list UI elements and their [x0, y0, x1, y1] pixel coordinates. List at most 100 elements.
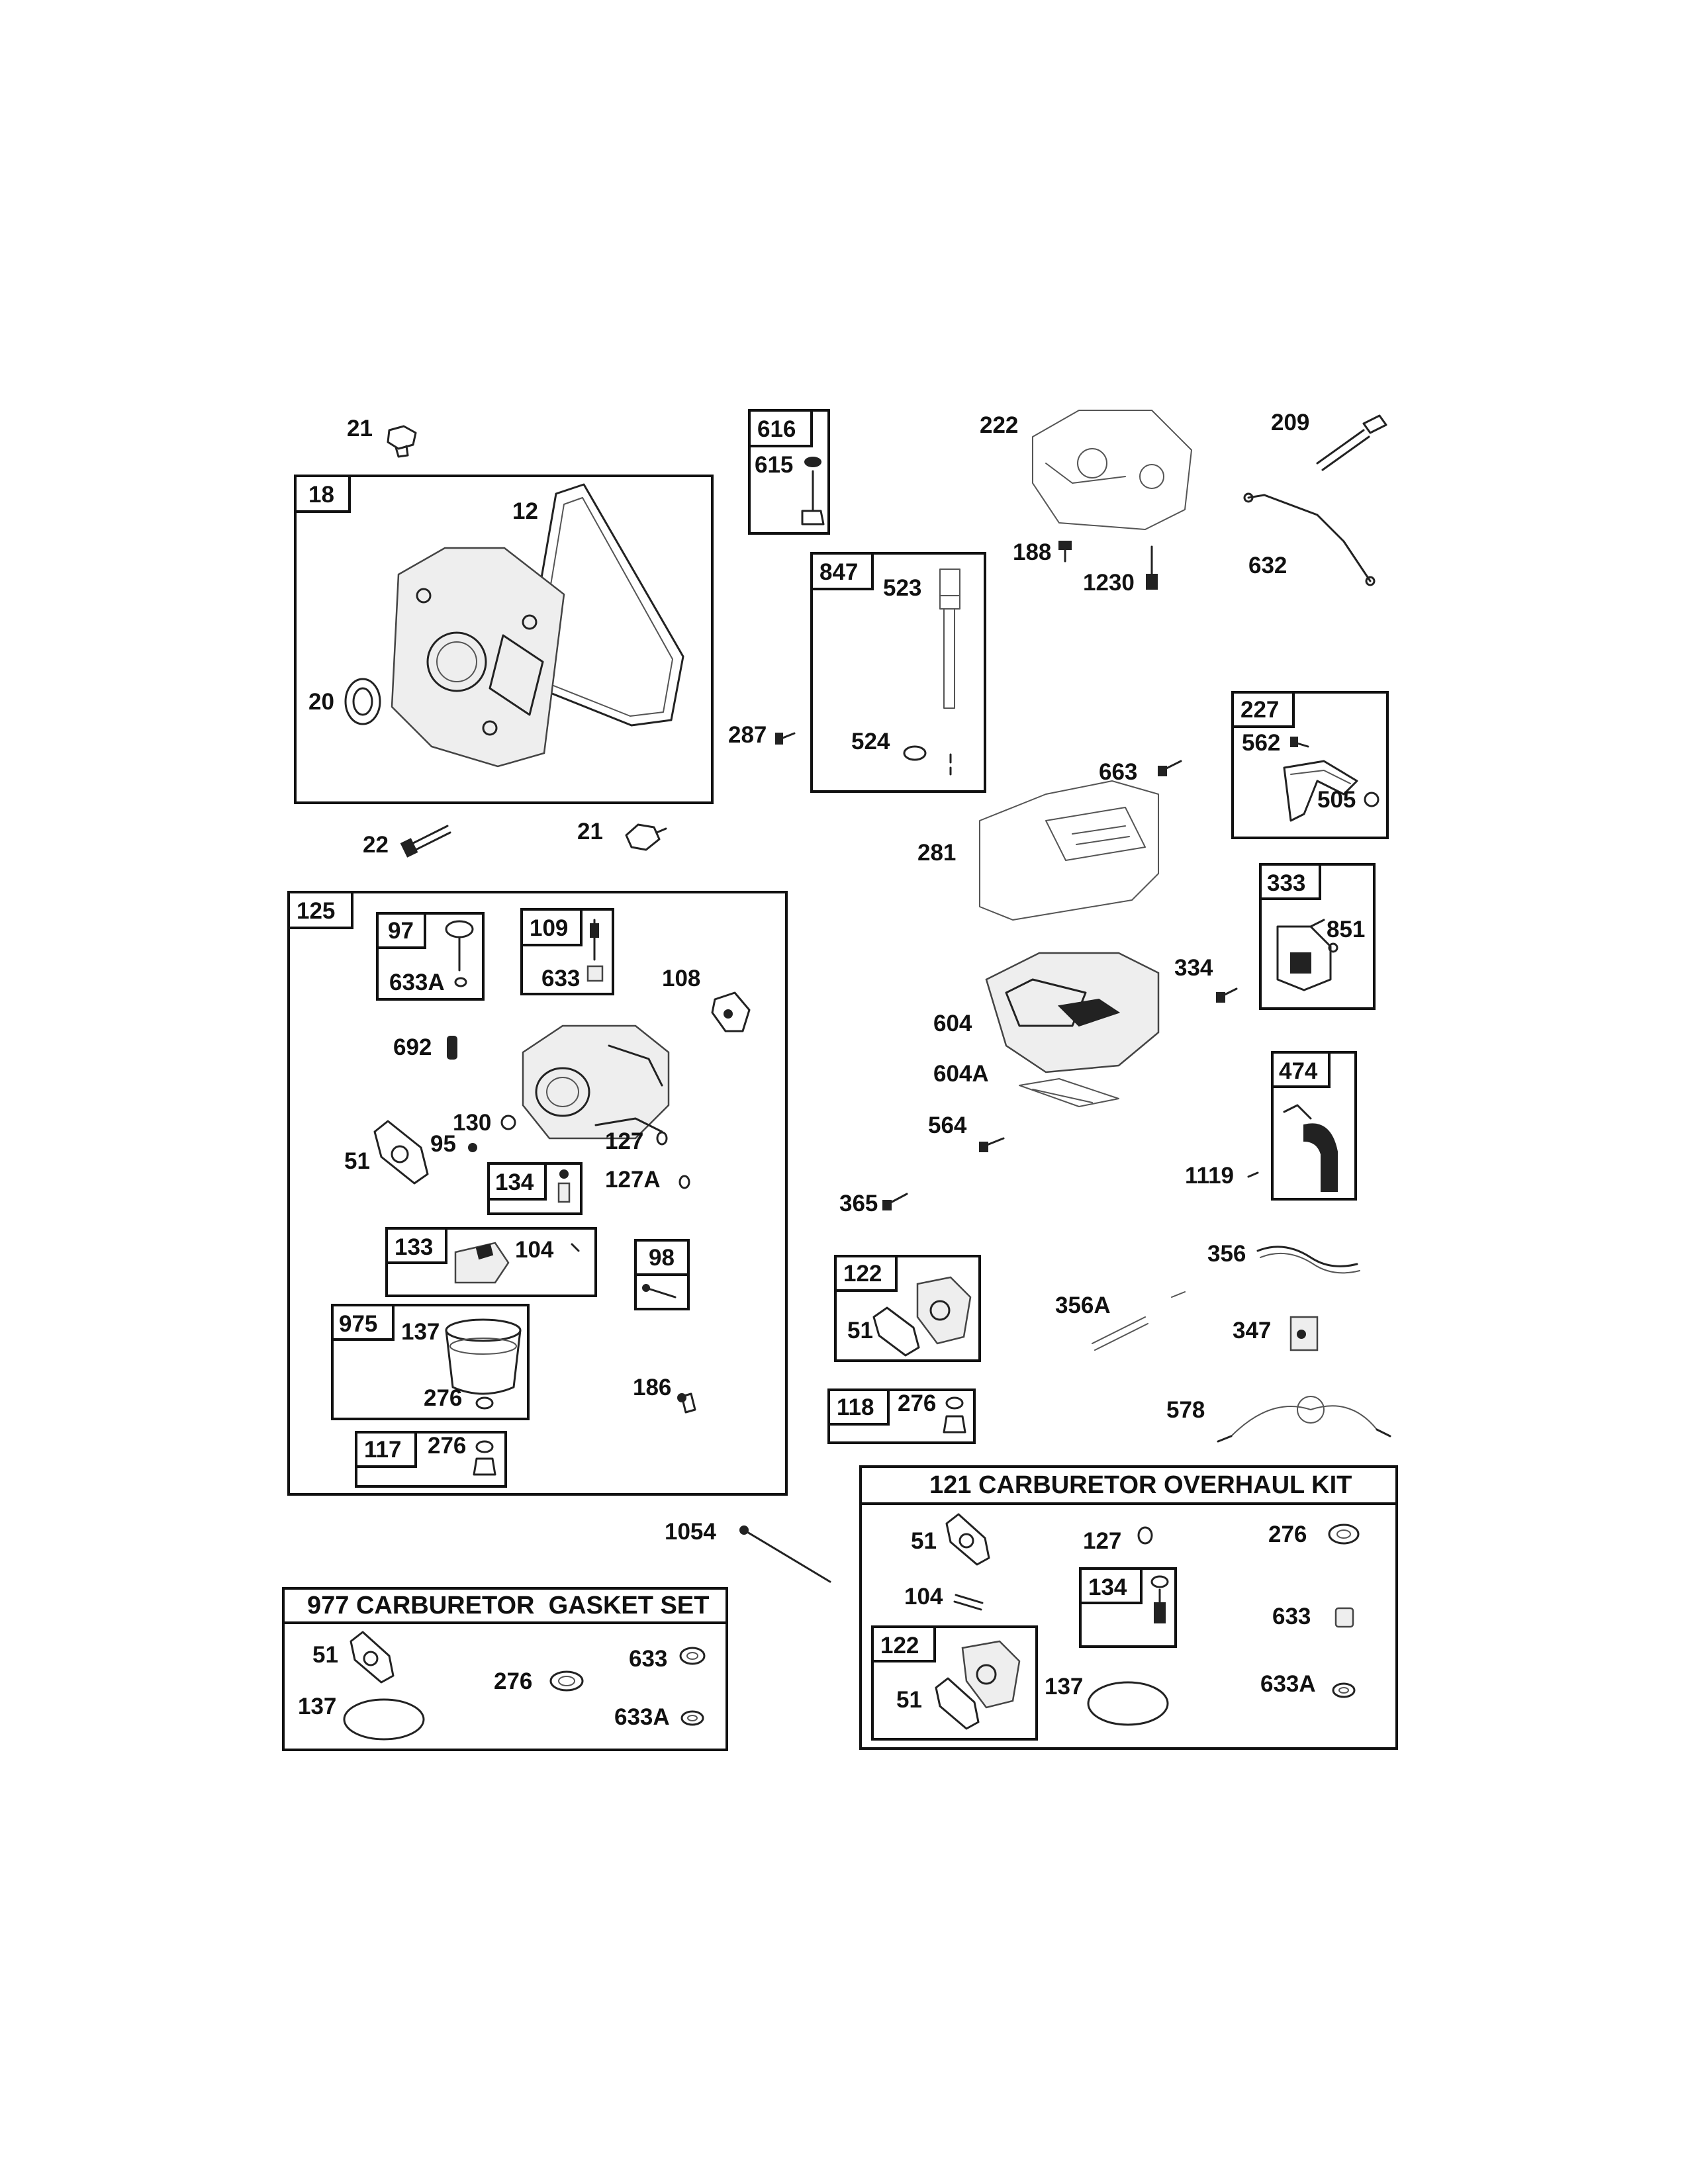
- part-1119-clip-icon: [1247, 1171, 1259, 1178]
- box-847-tag: [810, 552, 874, 590]
- part-label-51-overhaul: 51: [911, 1528, 937, 1554]
- part-label-21: 21: [347, 416, 373, 441]
- part-134-overhaul-seat-icon: [1150, 1575, 1169, 1623]
- part-label-1119: 1119: [1185, 1163, 1234, 1189]
- part-label-137-gasket-set: 137: [298, 1694, 336, 1719]
- box-133-number: 133: [395, 1234, 433, 1260]
- part-474-coil-icon: [1283, 1104, 1338, 1192]
- part-564-screw-icon: [979, 1137, 1005, 1152]
- part-label-524: 524: [851, 729, 890, 754]
- part-label-108: 108: [662, 966, 700, 991]
- part-562-screw-icon: [1290, 737, 1309, 748]
- part-label-633a-97: 633A: [389, 970, 445, 995]
- part-505-nut-icon: [1364, 792, 1380, 807]
- part-label-356a: 356A: [1055, 1293, 1111, 1318]
- part-label-334: 334: [1174, 955, 1213, 981]
- part-label-137-overhaul: 137: [1045, 1674, 1083, 1700]
- part-label-186: 186: [633, 1375, 671, 1400]
- box-227: [1231, 691, 1389, 839]
- part-356-fuel-line-icon: [1256, 1246, 1360, 1274]
- box-122-overhaul-number: 122: [880, 1633, 919, 1659]
- box-125-tag: [287, 891, 353, 929]
- part-632-link-icon: [1243, 492, 1376, 586]
- breather-group: 616 615 847 523 524 287: [728, 409, 986, 793]
- part-134-seat-icon: [557, 1169, 571, 1203]
- part-276-washer-icon: [475, 1396, 494, 1410]
- part-97-screw-icon: [445, 920, 474, 987]
- box-333-tag: [1259, 863, 1321, 900]
- box-122-overhaul-tag: [871, 1625, 936, 1662]
- box-125-number: 125: [297, 898, 335, 924]
- part-label-21b: 21: [577, 819, 603, 844]
- gasket-set-title: 977 CARBURETOR GASKET SET: [307, 1592, 709, 1619]
- part-governor-lever-icon: [1283, 760, 1358, 822]
- part-label-51-122: 51: [847, 1318, 873, 1343]
- part-51-overhaul-icon: [945, 1513, 990, 1566]
- part-label-632: 632: [1248, 553, 1287, 578]
- part-633-gasket-set-icon: [679, 1647, 706, 1665]
- part-label-1054: 1054: [665, 1519, 716, 1545]
- part-label-127-overhaul: 127: [1083, 1528, 1121, 1554]
- part-label-276-overhaul: 276: [1268, 1522, 1307, 1547]
- part-365-screw-icon: [882, 1193, 908, 1210]
- part-1054-link-icon: [739, 1525, 831, 1583]
- part-137-gasket-set-icon: [343, 1698, 425, 1741]
- part-1230-stud-icon: [1146, 545, 1158, 590]
- part-label-276-carb: 276: [424, 1385, 462, 1411]
- part-label-663: 663: [1099, 759, 1137, 785]
- part-label-51-carb: 51: [344, 1148, 370, 1174]
- part-label-104-overhaul: 104: [904, 1584, 943, 1610]
- overhaul-kit-title: 121 CARBURETOR OVERHAUL KIT: [929, 1471, 1352, 1499]
- part-334-screw-icon: [1216, 987, 1238, 1003]
- box-474-number: 474: [1279, 1058, 1318, 1084]
- part-975-bowl-icon: [445, 1318, 522, 1395]
- part-133-float-icon: [454, 1242, 580, 1284]
- part-663-screw-icon: [1158, 760, 1182, 776]
- box-227-tag: [1231, 691, 1295, 728]
- box-847: [810, 552, 986, 793]
- box-109-tag: [520, 908, 583, 946]
- part-label-604: 604: [933, 1011, 972, 1036]
- box-98-tag: [634, 1239, 690, 1276]
- part-186-screw-icon: [677, 1392, 696, 1414]
- box-975-number: 975: [339, 1311, 377, 1337]
- part-347-filter-icon: [1289, 1316, 1319, 1351]
- part-label-127a: 127A: [605, 1167, 661, 1193]
- part-label-615: 615: [755, 452, 793, 478]
- gasket-set-header: [282, 1587, 728, 1624]
- box-122-overhaul: [871, 1625, 1038, 1741]
- part-label-51-gasket-set: 51: [312, 1642, 338, 1668]
- part-633-overhaul-icon: [1334, 1607, 1354, 1628]
- box-118-number: 118: [837, 1394, 874, 1420]
- part-label-633-overhaul: 633: [1272, 1604, 1311, 1629]
- box-109-number: 109: [530, 915, 568, 941]
- part-98-pin-icon: [642, 1284, 677, 1298]
- part-label-137-carb: 137: [401, 1319, 440, 1345]
- box-122-tag: [834, 1255, 898, 1292]
- part-109-needle-icon: [586, 919, 604, 982]
- box-616-tag: [748, 409, 813, 447]
- part-label-130: 130: [453, 1110, 491, 1136]
- box-133-tag: [385, 1227, 447, 1264]
- part-95-screw-icon: [468, 1143, 477, 1152]
- box-122-number: 122: [843, 1261, 882, 1287]
- part-label-20: 20: [308, 689, 334, 715]
- part-label-692: 692: [393, 1034, 432, 1060]
- part-692-spring-icon: [447, 1036, 457, 1060]
- part-130-washer-icon: [500, 1115, 516, 1130]
- part-615-valve-icon: [801, 457, 825, 525]
- box-847-number: 847: [819, 559, 858, 585]
- part-label-222: 222: [980, 412, 1018, 438]
- part-127a-o-ring-icon: [678, 1175, 690, 1189]
- part-117-bowl-nut-icon: [473, 1440, 496, 1476]
- box-134-number: 134: [495, 1169, 534, 1195]
- part-label-104-carb: 104: [515, 1237, 554, 1263]
- part-333-armature-icon: [1276, 919, 1338, 991]
- part-356a-hose-icon: [1092, 1291, 1186, 1351]
- part-604a-baffle-icon: [1019, 1078, 1119, 1107]
- part-label-1230: 1230: [1083, 570, 1135, 596]
- crankcase-cover-group: 21 18 12 20 22: [294, 416, 714, 858]
- part-label-287: 287: [728, 722, 767, 748]
- part-281-shroud-icon: [979, 780, 1159, 921]
